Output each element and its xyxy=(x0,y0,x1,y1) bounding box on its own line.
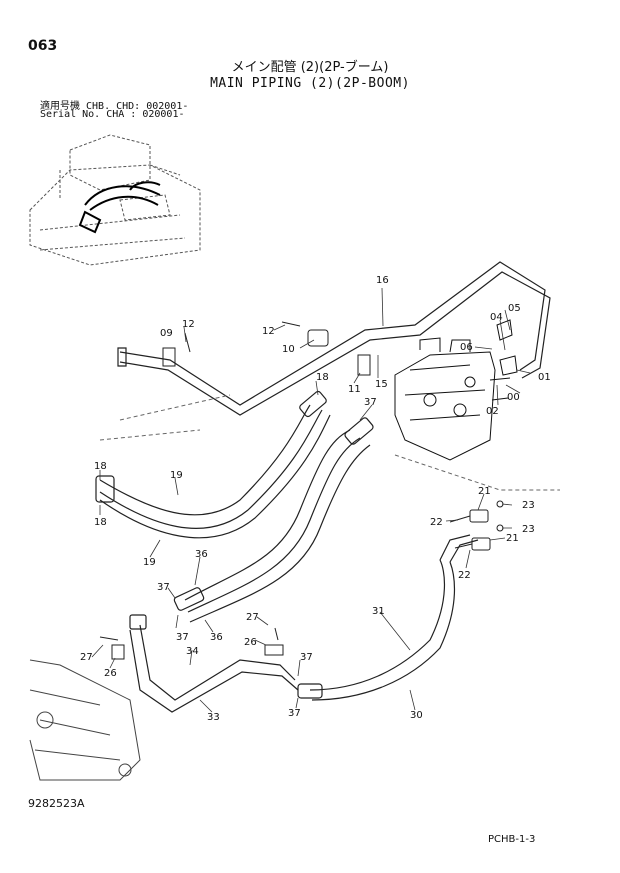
callout-labels: 16 05 04 12 09 12 10 06 11 15 18 01 00 0… xyxy=(80,275,551,723)
callout-label: 12 xyxy=(182,319,195,330)
callout-label: 31 xyxy=(372,606,385,617)
hose-19 xyxy=(95,390,331,539)
callout-label: 21 xyxy=(478,486,491,497)
callout-label: 27 xyxy=(246,612,259,623)
callout-label: 06 xyxy=(460,342,473,353)
callout-label: 10 xyxy=(282,344,295,355)
thumbnail-highlight xyxy=(78,181,161,234)
title-japanese: メイン配管 (2)(2P-ブーム) xyxy=(231,60,389,75)
upper-clamps xyxy=(162,321,371,376)
hose-36 xyxy=(173,417,374,623)
callout-label: 23 xyxy=(522,500,535,511)
callout-label: 15 xyxy=(375,379,388,390)
title-english: MAIN PIPING (2)(2P-BOOM) xyxy=(210,76,410,91)
excavator-thumbnail xyxy=(29,134,201,266)
callout-label: 18 xyxy=(316,372,329,383)
callout-label: 23 xyxy=(522,524,535,535)
valve-dashed-guides xyxy=(99,394,560,491)
callout-label: 11 xyxy=(348,384,361,395)
callout-label: 00 xyxy=(507,392,520,403)
bolts-lower xyxy=(99,627,284,660)
callout-label: 18 xyxy=(94,461,107,472)
page-number: 063 xyxy=(28,38,58,54)
document-id: 9282523A xyxy=(28,797,85,810)
callout-label: 04 xyxy=(490,312,503,323)
callout-label: 37 xyxy=(288,708,301,719)
callout-label: 18 xyxy=(94,517,107,528)
callout-label: 37 xyxy=(300,652,313,663)
callout-label: 37 xyxy=(157,582,170,593)
callout-label: 02 xyxy=(486,406,499,417)
callout-label: 26 xyxy=(104,668,117,679)
callout-label: 22 xyxy=(458,570,471,581)
callout-label: 36 xyxy=(195,549,208,560)
callout-label: 21 xyxy=(506,533,519,544)
callout-label: 19 xyxy=(170,470,183,481)
leader-lines xyxy=(91,287,531,713)
boom-fragment xyxy=(29,659,141,781)
callout-label: 36 xyxy=(210,632,223,643)
callout-label: 05 xyxy=(508,303,521,314)
serial-line-2: Serial No. CHA : 020001- xyxy=(40,109,185,120)
callout-label: 12 xyxy=(262,326,275,337)
callout-label: 33 xyxy=(207,712,220,723)
serial-line-1: 適用号機 CHB. CHD: 002001- xyxy=(40,101,189,112)
callout-label: 30 xyxy=(410,710,423,721)
callout-label: 34 xyxy=(186,646,199,657)
callout-label: 37 xyxy=(364,397,377,408)
upper-pipe-assembly xyxy=(117,261,551,416)
callout-label: 01 xyxy=(538,372,551,383)
callout-label: 16 xyxy=(376,275,389,286)
page-reference: PCHB-1-3 xyxy=(488,834,536,845)
lower-pipe-assembly xyxy=(129,614,299,713)
callout-label: 22 xyxy=(430,517,443,528)
callout-label: 26 xyxy=(244,637,257,648)
callout-label: 09 xyxy=(160,328,173,339)
hose-30-31 xyxy=(297,534,479,701)
callout-label: 19 xyxy=(143,557,156,568)
control-valve xyxy=(394,319,518,461)
fittings-right xyxy=(449,500,504,551)
callout-label: 37 xyxy=(176,632,189,643)
callout-label: 27 xyxy=(80,652,93,663)
